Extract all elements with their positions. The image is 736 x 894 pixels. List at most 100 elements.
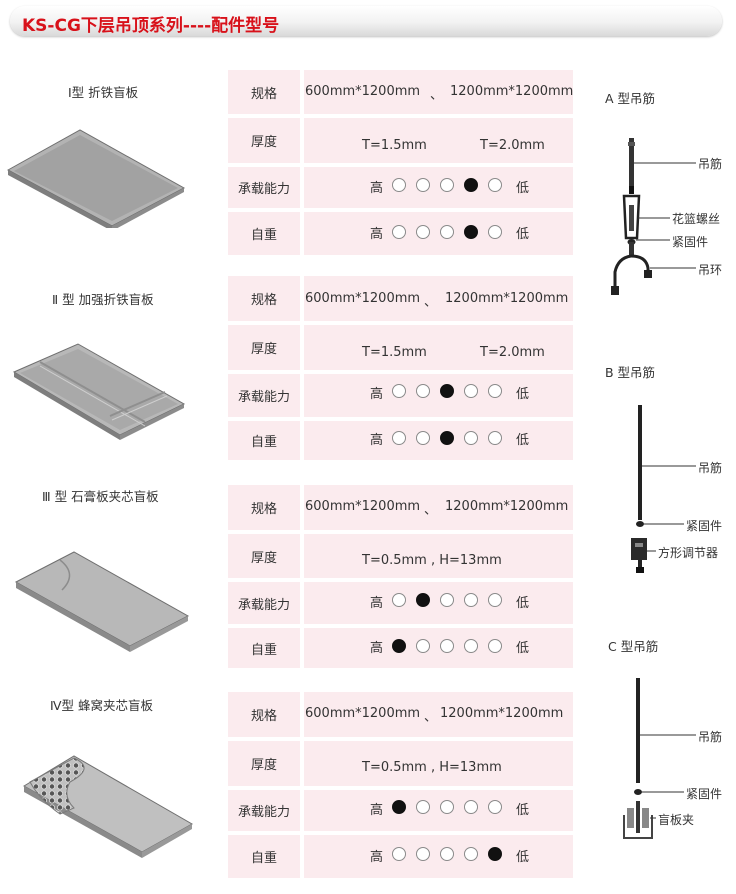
rating-circle-filled [440,431,454,445]
rating-circle-empty [464,431,478,445]
rating-circle-empty [488,225,502,239]
rating-circle-filled [392,800,406,814]
rating-circle-empty [392,593,406,607]
rating-circle-empty [416,384,430,398]
panel-3-load-low: 低 [516,596,530,611]
panel-2-spec-b: 1200mm*1200mm [445,291,569,306]
panel-3-weight-high: 高 [370,641,384,656]
panel-3-weight-low: 低 [516,641,530,656]
rating-circle-empty [464,593,478,607]
rating-circle-empty [464,847,478,861]
rod-a-part-turnbuckle: 花篮螺丝 [672,212,721,226]
rating-circle-empty [488,639,502,653]
panel-2-weight-label: 自重 [228,421,300,460]
rod-c-title: C 型吊筋 [608,639,659,654]
rating-circle-empty [440,639,454,653]
panel-1-thickness-b: T=2.0mm [480,138,545,153]
panel-2-spec-a: 600mm*1200mm [305,291,421,306]
rating-circle-empty [440,847,454,861]
rating-circle-empty [440,178,454,192]
panel-4-thickness-a: T=0.5mm , H=13mm [362,760,502,775]
panel-1-thickness-value: T=1.5mm T=2.0mm [304,118,573,163]
rating-circle-empty [440,800,454,814]
rod-a-part-ring: 吊环 [698,263,723,277]
rating-circle-empty [392,431,406,445]
rating-circle-empty [416,800,430,814]
panel-2-load-value: 高 低 [304,374,573,417]
rating-circle-empty [440,593,454,607]
panel-1-load-value: 高 低 [304,167,573,208]
rod-a-title: A 型吊筋 [605,91,656,106]
panel-3-load-high: 高 [370,596,384,611]
panel-1-load-label: 承载能力 [228,167,300,208]
rating-circle-filled [416,593,430,607]
panel-4-weight-low: 低 [516,850,530,865]
panel-2-load-high: 高 [370,387,384,402]
panel-1-spec-label: 规格 [228,70,300,114]
panel-2-spec-value: 600mm*1200mm 、 1200mm*1200mm [304,276,573,321]
rod-b-part-adjuster: 方形调节器 [658,546,719,560]
panel-4-load-low: 低 [516,803,530,818]
panel-2-spec-label: 规格 [228,276,300,321]
panel-3-spec-a: 600mm*1200mm [305,499,421,514]
rating-circle-filled [464,225,478,239]
header-bar: KS-CG下层吊顶系列----配件型号 [10,6,722,36]
panel-3-load-label: 承载能力 [228,582,300,624]
panel-1-load-low: 低 [516,181,530,196]
panel-3-spec-label: 规格 [228,485,300,530]
panel-4-load-high: 高 [370,803,384,818]
panel-2-thickness-b: T=2.0mm [480,345,545,360]
panel-4-thickness-label: 厚度 [228,741,300,786]
panel-2-weight-low: 低 [516,433,530,448]
rating-circle-empty [392,178,406,192]
panel-1-spec-value: 600mm*1200mm 、 1200mm*1200mm [304,70,573,114]
panel-3-thickness-label: 厚度 [228,534,300,578]
rating-circle-filled [440,384,454,398]
rod-c-part-rod: 吊筋 [698,730,723,744]
rod-c-part-clip: 盲板夹 [658,813,695,827]
rating-circle-filled [488,847,502,861]
panel-1-spec-a: 600mm*1200mm [305,84,421,99]
rating-circle-empty [392,847,406,861]
panel-4-spec-b: 1200mm*1200mm [440,706,564,721]
panel-2-thickness-a: T=1.5mm [362,345,427,360]
rating-circle-empty [416,639,430,653]
panel-1-spec-b: 1200mm*1200mm [450,84,574,99]
panel-4-spec-a: 600mm*1200mm [305,706,421,721]
panel-2-thickness-label: 厚度 [228,325,300,370]
panel-3-weight-value: 高 低 [304,628,573,668]
rating-circle-empty [392,225,406,239]
panel-2-weight-high: 高 [370,433,384,448]
panel-2-load-low: 低 [516,387,530,402]
panel-3-thickness-value: T=0.5mm , H=13mm [304,534,573,578]
panel-1-thickness-label: 厚度 [228,118,300,163]
rating-circle-empty [488,384,502,398]
panel-4-name: Ⅳ型 蜂窝夹芯盲板 [50,698,154,713]
rating-circle-empty [416,431,430,445]
rod-a-illustration [611,138,696,839]
panel-3-load-value: 高 低 [304,582,573,624]
panel-1-weight-value: 高 低 [304,212,573,255]
panel-4-weight-high: 高 [370,850,384,865]
panel-1-thickness-a: T=1.5mm [362,138,427,153]
panel-4-spec-sep: 、 [424,710,438,725]
panel-3-illustration [14,551,190,652]
panel-1-illustration [6,129,186,228]
rod-b-title: B 型吊筋 [605,365,656,380]
panel-2-thickness-value: T=1.5mm T=2.0mm [304,325,573,370]
panel-3-spec-sep: 、 [424,503,438,518]
panel-4-weight-value: 高 低 [304,835,573,878]
rod-b-part-fastener: 紧固件 [686,519,723,533]
rating-circle-empty [488,800,502,814]
rating-circle-empty [416,178,430,192]
panel-1-weight-low: 低 [516,227,530,242]
rating-circle-empty [488,431,502,445]
panel-1-name: Ⅰ型 折铁盲板 [68,85,139,100]
panel-3-spec-b: 1200mm*1200mm [445,499,569,514]
panel-4-load-label: 承载能力 [228,790,300,831]
rating-circle-empty [416,225,430,239]
rating-circle-empty [392,384,406,398]
panel-4-load-value: 高 低 [304,790,573,831]
rating-circle-filled [392,639,406,653]
rating-circle-empty [416,847,430,861]
